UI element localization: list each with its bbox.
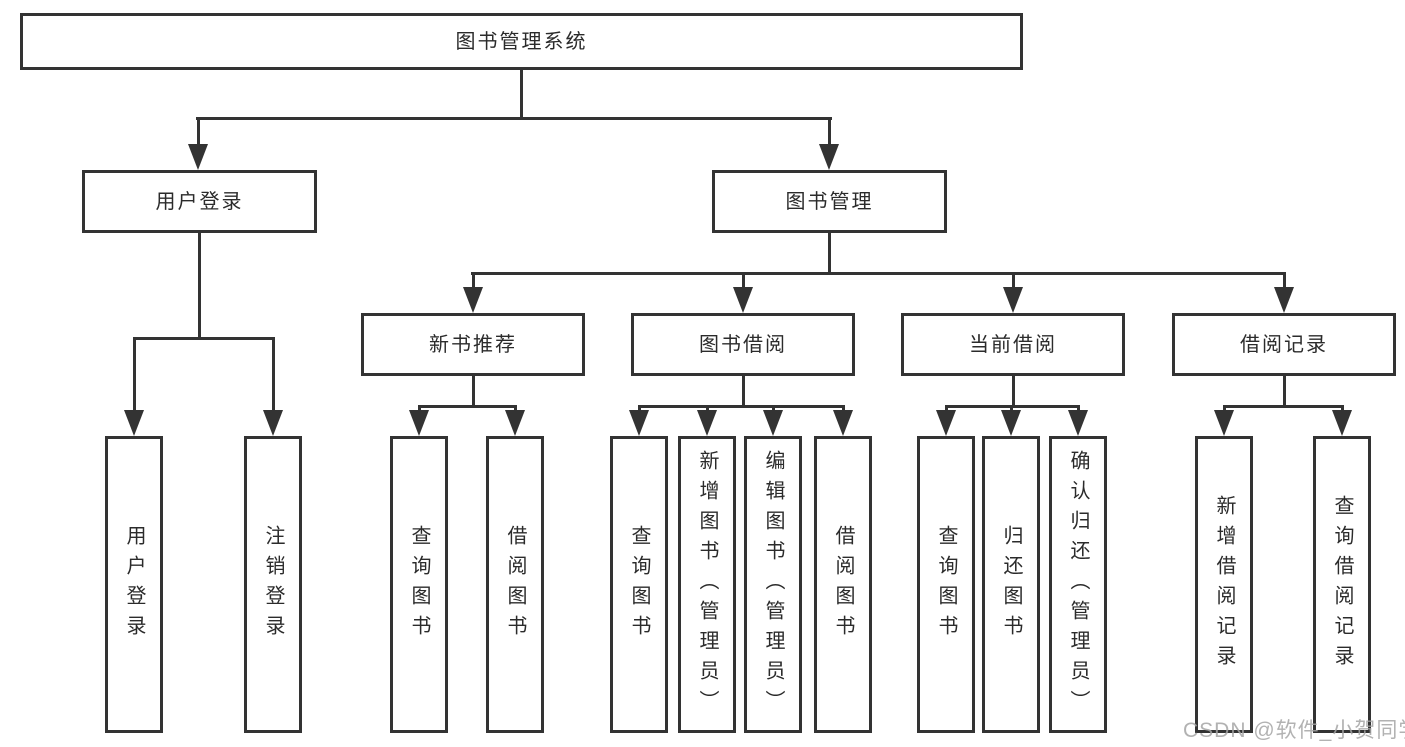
- connector-line: [197, 117, 200, 147]
- connector-line: [742, 374, 745, 407]
- leaf-borrow-query-books: 查询图书: [610, 436, 668, 733]
- arrow-down-icon: [263, 410, 283, 436]
- connector-line: [742, 272, 745, 290]
- arrow-down-icon: [409, 410, 429, 436]
- leaf-recommend-query-books-label: 查询图书: [408, 524, 430, 645]
- node-current-borrowing: 当前借阅: [901, 313, 1125, 376]
- connector-line: [471, 272, 1286, 275]
- leaf-return-books-label: 归还图书: [1000, 524, 1022, 645]
- leaf-recommend-query-books: 查询图书: [390, 436, 448, 733]
- leaf-query-borrow-record-label: 查询借阅记录: [1331, 494, 1353, 675]
- leaf-edit-books-admin: 编辑图书（管理员）: [744, 436, 802, 733]
- connector-line: [196, 117, 832, 120]
- leaf-user-login: 用户登录: [105, 436, 163, 733]
- connector-line: [828, 117, 831, 147]
- leaf-user-login-label: 用户登录: [123, 524, 145, 645]
- connector-line: [1010, 405, 1013, 413]
- leaf-recommend-borrow-books-label: 借阅图书: [504, 524, 526, 645]
- connector-line: [772, 405, 775, 413]
- arrow-down-icon: [697, 410, 717, 436]
- connector-line: [514, 405, 517, 413]
- leaf-current-query-books-label: 查询图书: [935, 524, 957, 645]
- connector-line: [1283, 272, 1286, 290]
- arrow-down-icon: [936, 410, 956, 436]
- connector-line: [706, 405, 709, 413]
- connector-line: [1012, 374, 1015, 407]
- leaf-add-books-admin-label: 新增图书（管理员）: [696, 449, 718, 720]
- arrow-down-icon: [1332, 410, 1352, 436]
- arrow-down-icon: [1214, 410, 1234, 436]
- connector-line: [1223, 405, 1344, 408]
- leaf-borrow-books: 借阅图书: [814, 436, 872, 733]
- arrow-down-icon: [463, 287, 483, 313]
- leaf-edit-books-admin-label: 编辑图书（管理员）: [762, 449, 784, 720]
- connector-line: [1077, 405, 1080, 413]
- arrow-down-icon: [629, 410, 649, 436]
- connector-line: [133, 337, 275, 340]
- arrow-down-icon: [188, 144, 208, 170]
- leaf-add-books-admin: 新增图书（管理员）: [678, 436, 736, 733]
- leaf-return-books: 归还图书: [982, 436, 1040, 733]
- leaf-add-borrow-record-label: 新增借阅记录: [1213, 494, 1235, 675]
- leaf-confirm-return-admin-label: 确认归还（管理员）: [1067, 449, 1089, 720]
- connector-line: [272, 337, 275, 413]
- arrow-down-icon: [505, 410, 525, 436]
- connector-line: [418, 405, 421, 413]
- connector-line: [418, 405, 517, 408]
- leaf-recommend-borrow-books: 借阅图书: [486, 436, 544, 733]
- connector-line: [945, 405, 948, 413]
- connector-line: [133, 337, 136, 413]
- node-borrowing-records: 借阅记录: [1172, 313, 1396, 376]
- csdn-watermark: CSDN @软件_小贺同学: [1183, 719, 1405, 742]
- connector-line: [1283, 374, 1286, 407]
- arrow-down-icon: [1003, 287, 1023, 313]
- leaf-query-borrow-record: 查询借阅记录: [1313, 436, 1371, 733]
- arrow-down-icon: [124, 410, 144, 436]
- connector-line: [472, 272, 475, 290]
- connector-line: [1012, 272, 1015, 290]
- leaf-add-borrow-record: 新增借阅记录: [1195, 436, 1253, 733]
- connector-line: [520, 68, 523, 120]
- leaf-logout-label: 注销登录: [262, 524, 284, 645]
- connector-line: [828, 231, 831, 275]
- arrow-down-icon: [1274, 287, 1294, 313]
- arrow-down-icon: [733, 287, 753, 313]
- arrow-down-icon: [1001, 410, 1021, 436]
- leaf-current-query-books: 查询图书: [917, 436, 975, 733]
- node-user-login: 用户登录: [82, 170, 317, 233]
- node-book-management: 图书管理: [712, 170, 947, 233]
- leaf-borrow-query-books-label: 查询图书: [628, 524, 650, 645]
- leaf-logout: 注销登录: [244, 436, 302, 733]
- node-new-book-recommendation: 新书推荐: [361, 313, 585, 376]
- connector-line: [198, 231, 201, 339]
- leaf-borrow-books-label: 借阅图书: [832, 524, 854, 645]
- arrow-down-icon: [763, 410, 783, 436]
- node-book-borrowing: 图书借阅: [631, 313, 855, 376]
- leaf-confirm-return-admin: 确认归还（管理员）: [1049, 436, 1107, 733]
- connector-line: [842, 405, 845, 413]
- arrow-down-icon: [833, 410, 853, 436]
- node-root: 图书管理系统: [20, 13, 1023, 70]
- connector-line: [638, 405, 641, 413]
- connector-line: [472, 374, 475, 407]
- arrow-down-icon: [819, 144, 839, 170]
- connector-line: [1341, 405, 1344, 413]
- connector-line: [1223, 405, 1226, 413]
- arrow-down-icon: [1068, 410, 1088, 436]
- connector-line: [638, 405, 845, 408]
